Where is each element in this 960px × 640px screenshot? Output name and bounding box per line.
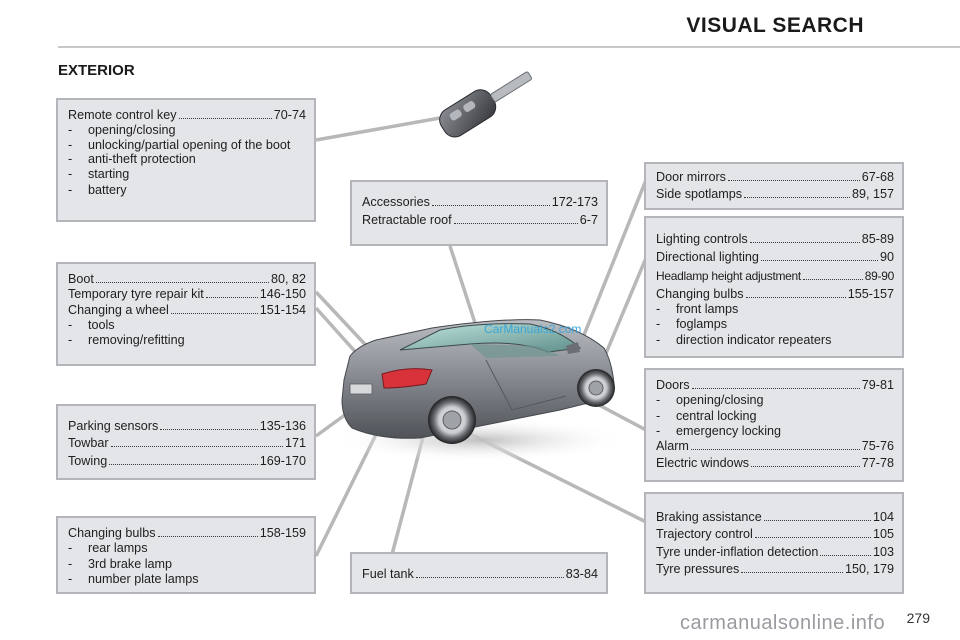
- bullet-item: -emergency locking: [656, 423, 781, 438]
- section-title: EXTERIOR: [58, 62, 135, 79]
- remote-key-illustration: [439, 71, 532, 138]
- image-watermark: CarManuals2.com: [484, 322, 582, 336]
- remote-control-key-box: Remote control key 70-74 -opening/closing…: [56, 98, 316, 222]
- page-number: 279: [906, 610, 930, 626]
- bullet-item: -direction indicator repeaters: [656, 332, 832, 347]
- bullet-item: -anti-theft protection: [68, 152, 196, 167]
- bullet-item: -3rd brake lamp: [68, 556, 172, 571]
- entry-label: Remote control key: [68, 108, 177, 122]
- bullet-item: -removing/refitting: [68, 333, 185, 348]
- bullet-item: -opening/closing: [68, 123, 176, 138]
- bullet-item: -front lamps: [656, 302, 739, 317]
- bullet-item: -central locking: [656, 408, 757, 423]
- entry-pages: 70-74: [273, 108, 306, 122]
- bullet-item: -number plate lamps: [68, 571, 199, 586]
- bullet-item: -battery: [68, 182, 127, 197]
- site-watermark: carmanualsonline.info: [680, 612, 886, 634]
- bullet-item: -unlocking/partial opening of the boot: [68, 137, 291, 152]
- bullet-item: -opening/closing: [656, 393, 764, 408]
- bullet-item: -tools: [68, 317, 115, 332]
- bullet-item: -rear lamps: [68, 541, 148, 556]
- page-title: VISUAL SEARCH: [686, 14, 864, 37]
- index-entry[interactable]: Remote control key 70-74: [68, 108, 306, 123]
- header-divider: [58, 46, 960, 48]
- bullet-item: -foglamps: [656, 317, 728, 332]
- bullet-item: -starting: [68, 167, 130, 182]
